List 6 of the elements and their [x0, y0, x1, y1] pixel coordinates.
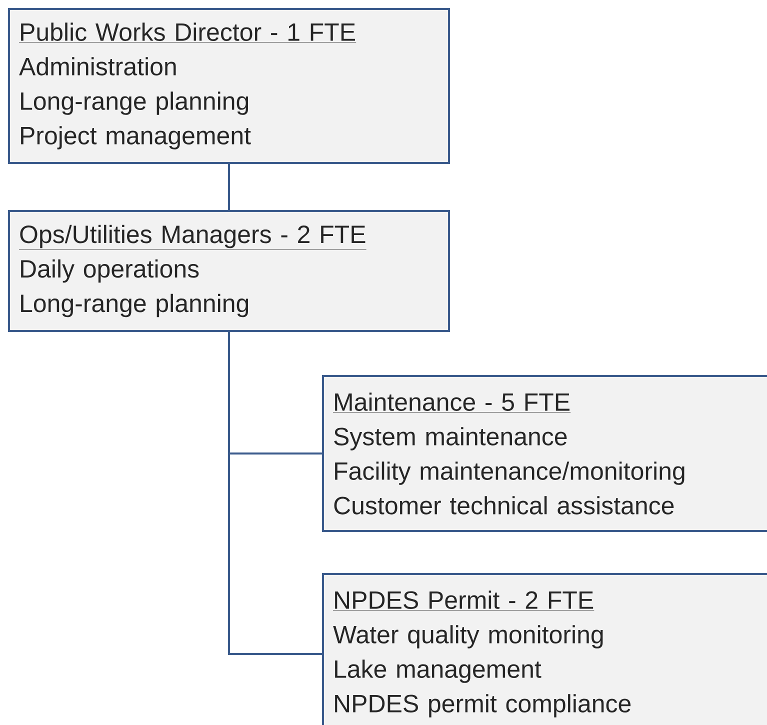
position-box: Maintenance - 5 FTE System maintenance Facility maintenance/monitoring Customer technical assistance	[322, 375, 767, 532]
position-box: NPDES Permit - 2 FTE Water quality monitoring Lake management NPDES permit compliance	[322, 573, 767, 725]
connector-line	[228, 164, 230, 210]
connector-line	[228, 332, 322, 655]
position-box: Ops/Utilities Managers - 2 FTE Daily operations Long-range planning	[8, 210, 450, 332]
position-box: Public Works Director - 1 FTE Administration Long-range planning Project management	[8, 8, 450, 164]
